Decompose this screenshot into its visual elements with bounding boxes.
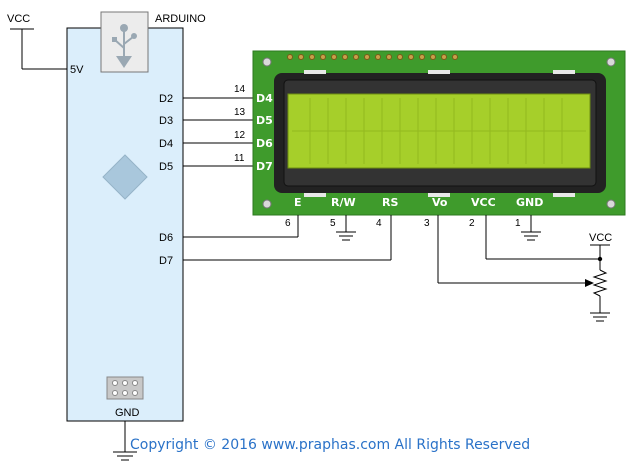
pin-5v-label: 5V: [70, 64, 84, 76]
icsp-header: [106, 376, 144, 400]
lcd-character-grid: [292, 98, 586, 164]
lcd-pin-gnd-label: GND: [516, 196, 543, 209]
pin-d3-label: D3: [159, 115, 173, 127]
wire-lcd-vcc: [485, 215, 600, 260]
copyright-notice: Copyright © 2016 www.praphas.com All Rig…: [130, 437, 530, 453]
lcd-pin14-number: 14: [234, 84, 246, 95]
lcd-pin-rs-label: RS: [382, 196, 398, 209]
rw-ground-symbol: [336, 215, 356, 241]
wire-vo-wiper: [437, 215, 594, 287]
data-wires: [183, 97, 256, 167]
lcd-pin-d5-label: D5: [256, 114, 273, 127]
arduino-ground-symbol: [113, 421, 137, 461]
mcu-chip: [102, 154, 148, 200]
bezel-tabs: [304, 70, 575, 197]
lcd-header-pins: [287, 54, 458, 60]
lcd-pin-vcc-label: VCC: [471, 196, 496, 209]
lcd-pin4-number: 4: [376, 218, 382, 229]
lcd-pin-d7-label: D7: [256, 160, 273, 173]
arduino-title: ARDUINO: [155, 13, 206, 25]
pin-d2-label: D2: [159, 93, 173, 105]
wire-e-d6: [183, 215, 299, 238]
vcc-right-label: VCC: [589, 232, 612, 244]
vcc-left-label: VCC: [7, 13, 30, 25]
pin-d4-label: D4: [159, 138, 173, 150]
pin-d5-label: D5: [159, 161, 173, 173]
lcd-pin-rw-label: R/W: [331, 196, 356, 209]
wire-rs-d7: [183, 215, 392, 261]
lcd-module: D4 D5 D6 D7 E R/W RS Vo VCC GND: [252, 50, 626, 216]
mounting-holes: [262, 57, 616, 209]
lcd-pin-vo-label: Vo: [432, 196, 448, 209]
lcd-pin13-number: 13: [234, 107, 246, 118]
potentiometer: VCC: [589, 232, 612, 322]
lcd-pin-d6-label: D6: [256, 137, 273, 150]
lcd-pin5-number: 5: [330, 218, 336, 229]
lcd-pin3-number: 3: [424, 218, 430, 229]
lcd-gnd-ground-symbol: [521, 215, 541, 241]
vcc-left-symbol: VCC: [7, 13, 68, 70]
lcd-pin2-number: 2: [469, 218, 475, 229]
lcd-pin12-number: 12: [234, 130, 246, 141]
lcd-pin11-number: 11: [234, 153, 245, 164]
pin-d7-label: D7: [159, 255, 173, 267]
lcd-pin1-number: 1: [515, 218, 521, 229]
lcd-pin-e-label: E: [294, 196, 302, 209]
pin-d6-label: D6: [159, 232, 173, 244]
pin-gnd-label: GND: [115, 407, 140, 419]
arduino-board: ARDUINO 5V GND D2 D3 D4 D5 D6 D7: [66, 11, 206, 422]
lcd-pin6-number: 6: [285, 218, 291, 229]
usb-icon: [112, 24, 137, 68]
lcd-pin-d4-label: D4: [256, 92, 273, 105]
